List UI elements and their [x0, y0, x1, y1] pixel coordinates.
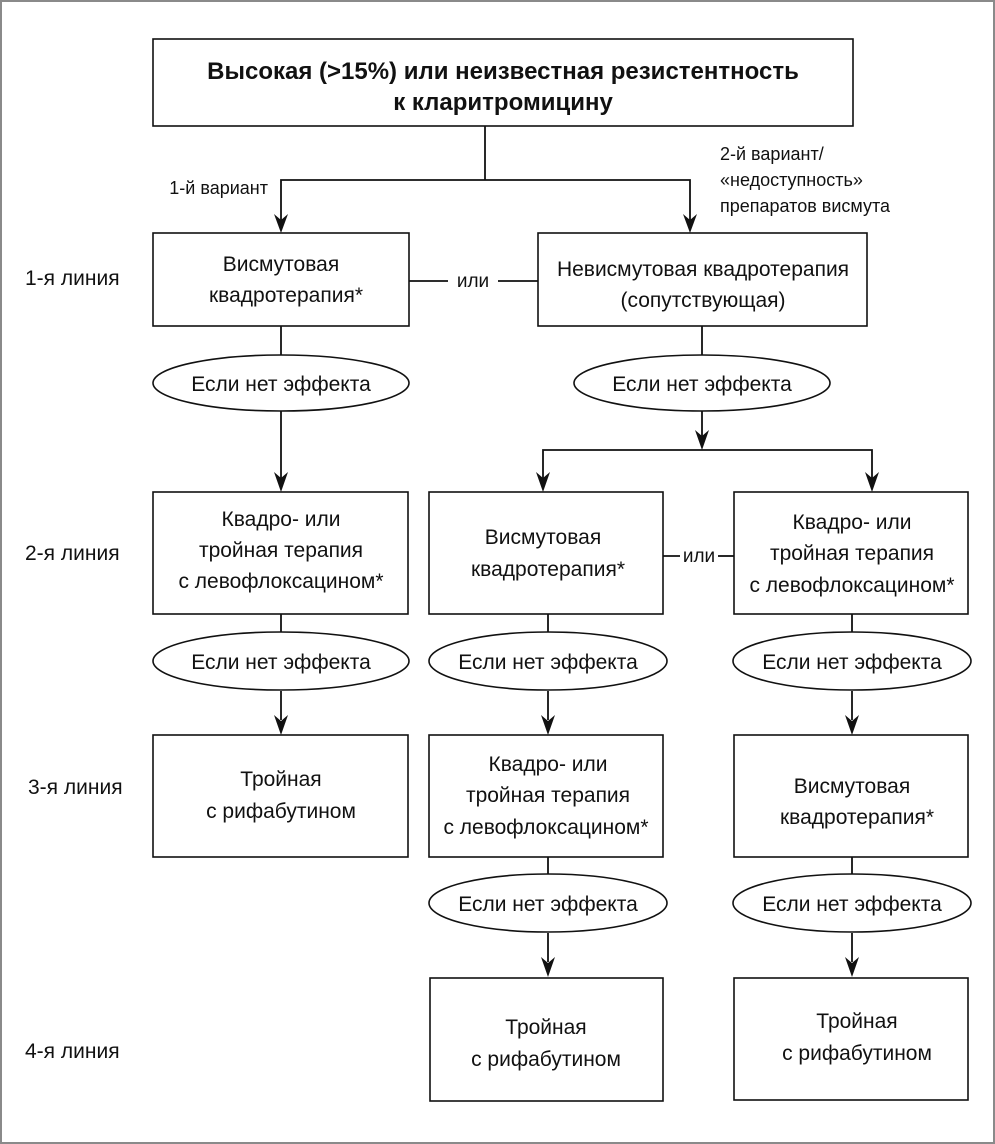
node-text: с левофлоксацином*	[178, 570, 383, 593]
oval-text: Если нет эффекта	[458, 651, 638, 674]
oval-text: Если нет эффекта	[762, 651, 942, 674]
node-r1-left: Висмутовая квадротерапия*	[152, 232, 410, 327]
node-r2-right: Квадро- или тройная терапия с левофлокса…	[733, 491, 969, 615]
node-text: Тройная	[240, 768, 321, 791]
node-text: квадротерапия*	[471, 558, 625, 581]
node-r1-right: Невисмутовая квадротерапия (сопутствующа…	[537, 232, 868, 327]
node-text: Висмутовая	[223, 253, 339, 276]
node-text: Квадро- или	[489, 753, 608, 776]
no-effect-oval-r3-mid: Если нет эффекта	[428, 873, 668, 933]
title-node: Высокая (>15%) или неизвестная резистент…	[152, 38, 854, 127]
arrow	[536, 472, 550, 492]
node-text: с левофлоксацином*	[443, 816, 648, 839]
oval-text: Если нет эффекта	[191, 373, 371, 396]
node-r2-mid: Висмутовая квадротерапия*	[428, 491, 664, 615]
arrow	[695, 430, 709, 450]
node-r3-mid: Квадро- или тройная терапия с левофлокса…	[428, 734, 664, 858]
no-effect-oval-r1-right: Если нет эффекта	[573, 354, 831, 412]
node-text: Невисмутовая квадротерапия	[557, 258, 849, 281]
branch-label-second-2: «недоступность»	[720, 170, 863, 190]
branch-label-second-1: 2-й вариант/	[720, 144, 824, 164]
no-effect-oval-r2-left: Если нет эффекта	[152, 631, 410, 691]
arrow-to-r1-left	[274, 214, 288, 233]
node-r2-left: Квадро- или тройная терапия с левофлокса…	[152, 491, 409, 615]
or-label-row2: или	[683, 546, 715, 567]
node-text: тройная терапия	[770, 542, 934, 565]
no-effect-oval-r1-left: Если нет эффекта	[152, 354, 410, 412]
connector-split	[542, 449, 873, 478]
no-effect-oval-r2-mid: Если нет эффекта	[428, 631, 668, 691]
node-text: Тройная	[816, 1010, 897, 1033]
line-label-2: 2-я линия	[25, 542, 120, 565]
node-text: квадротерапия*	[209, 284, 363, 307]
node-text: Тройная	[505, 1016, 586, 1039]
line-label-1: 1-я линия	[25, 267, 120, 290]
node-text: Квадро- или	[793, 511, 912, 534]
arrow	[274, 715, 288, 735]
node-text: с рифабутином	[782, 1042, 932, 1065]
arrow	[865, 472, 879, 492]
branch-label-second-3: препаратов висмута	[720, 196, 891, 216]
arrow	[541, 715, 555, 735]
node-r4-right: Тройная с рифабутином	[733, 977, 969, 1101]
line-label-4: 4-я линия	[25, 1040, 120, 1063]
node-text: Квадро- или	[222, 508, 341, 531]
arrow	[845, 957, 859, 977]
connectors	[274, 126, 879, 977]
node-r3-right: Висмутовая квадротерапия*	[733, 734, 969, 858]
arrow-to-r1-right	[683, 214, 697, 233]
node-text: Висмутовая	[794, 775, 910, 798]
arrow	[541, 957, 555, 977]
connector-title-split	[280, 179, 691, 220]
node-text: с рифабутином	[471, 1048, 621, 1071]
title-line-2: к кларитромицину	[393, 89, 613, 116]
node-text: квадротерапия*	[780, 806, 934, 829]
no-effect-oval-r2-right: Если нет эффекта	[732, 631, 972, 691]
oval-text: Если нет эффекта	[191, 651, 371, 674]
arrow	[274, 472, 288, 492]
oval-text: Если нет эффекта	[612, 373, 792, 396]
node-text: тройная терапия	[466, 784, 630, 807]
title-line-1: Высокая (>15%) или неизвестная резистент…	[207, 58, 799, 85]
line-label-3: 3-я линия	[28, 776, 123, 799]
node-text: Висмутовая	[485, 526, 601, 549]
node-r4-mid: Тройная с рифабутином	[429, 977, 664, 1102]
arrow	[845, 715, 859, 735]
no-effect-oval-r3-right: Если нет эффекта	[732, 873, 972, 933]
oval-text: Если нет эффекта	[458, 893, 638, 916]
or-label-row1: или	[457, 271, 489, 292]
node-text: тройная терапия	[199, 539, 363, 562]
branch-label-first: 1-й вариант	[169, 178, 268, 198]
node-r3-left: Тройная с рифабутином	[152, 734, 409, 858]
node-text: с левофлоксацином*	[749, 574, 954, 597]
oval-text: Если нет эффекта	[762, 893, 942, 916]
node-text: (сопутствующая)	[620, 289, 785, 312]
node-text: с рифабутином	[206, 800, 356, 823]
